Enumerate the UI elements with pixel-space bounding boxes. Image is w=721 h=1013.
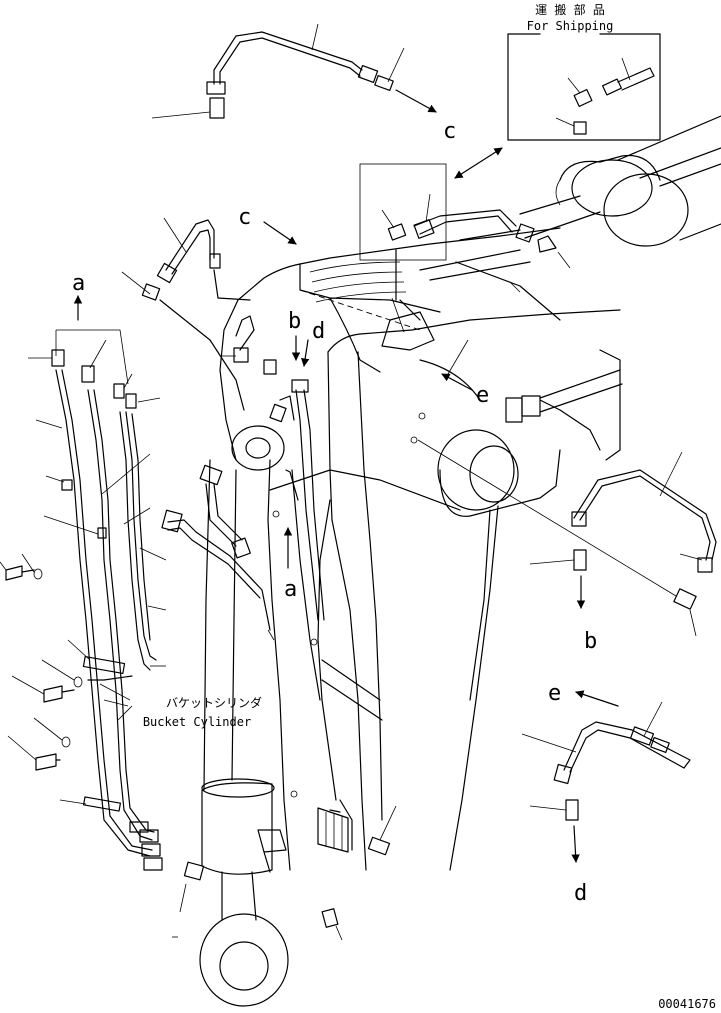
double-arrow [454,147,503,179]
left-upper-hose [121,217,251,411]
cylinder-label-en: Bucket Cylinder [143,715,251,729]
ref-b-right: b [584,629,597,654]
ref-d-top: d [312,319,325,344]
ref-c-top: c [443,119,456,144]
lower-right-pipe: e d [521,681,691,906]
left-pipe-bundle: a [0,271,205,938]
ref-e-right: e [548,681,561,706]
left-mid-hose [161,464,275,641]
boom-cylinders [519,115,721,247]
ref-e-mid: e [476,383,489,408]
shipping-box: 運 搬 部 品 For Shipping [507,2,661,141]
lower-fittings [257,805,397,941]
shipping-label-en: For Shipping [527,19,614,33]
boom-body [219,227,621,871]
top-pipe [151,23,437,119]
bucket-cylinder [199,459,289,1007]
ref-a-mid: a [284,577,297,602]
ref-b-top: b [288,309,301,334]
shipping-label-jp: 運 搬 部 品 [535,2,605,17]
bolt-washer-set [0,553,83,771]
right-pipe: b [417,369,717,654]
cylinder-label-jp: バケットシリンダ [166,695,262,710]
ref-c-mid: c [238,205,251,230]
center-pivot-hoses: a [222,315,325,621]
boom-top-hoses [359,163,571,351]
drawing-code: 00041676 [658,997,716,1011]
ref-d-right: d [574,881,587,906]
ref-a-left: a [72,271,85,296]
